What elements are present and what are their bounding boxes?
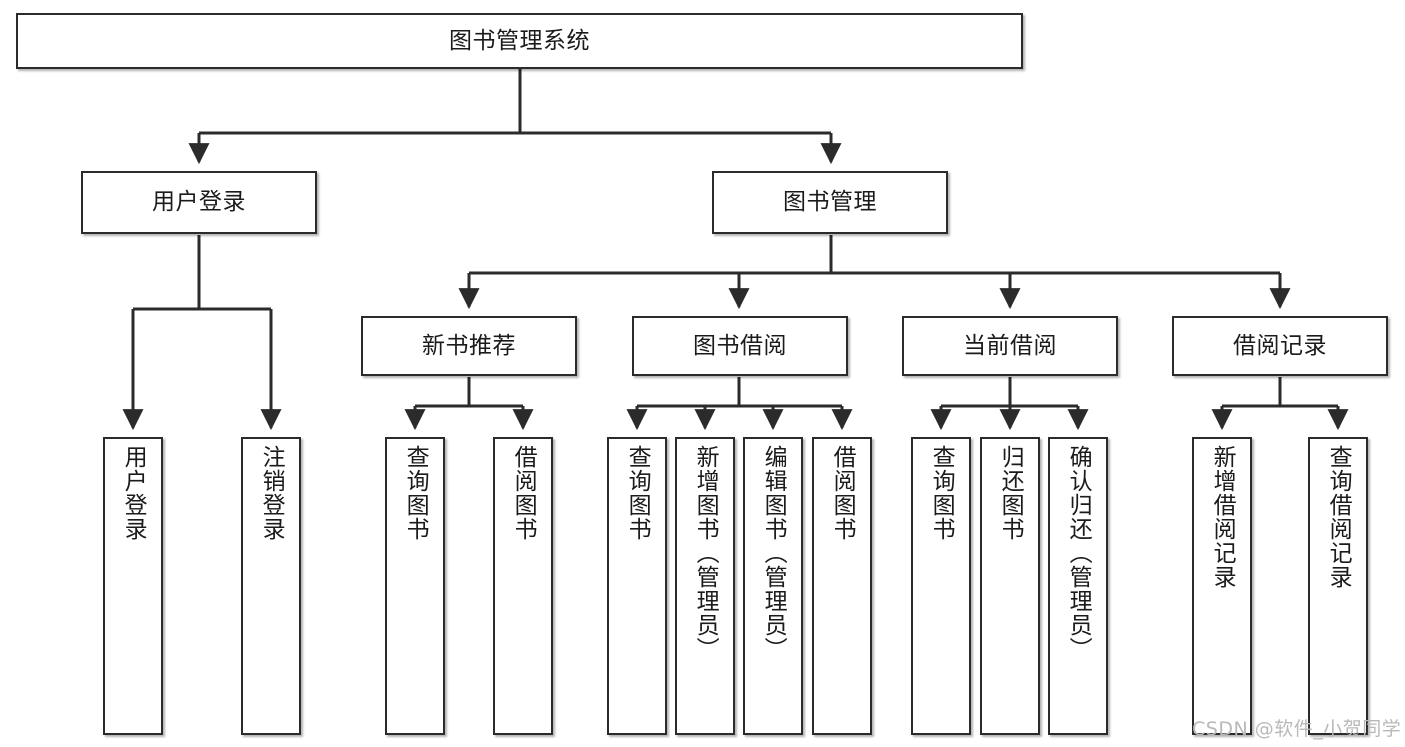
node-leaf-query-book-2[interactable]: 查询图书 xyxy=(607,437,667,735)
node-book-manage-label: 图书管理 xyxy=(783,189,877,216)
watermark-text: CSDN @软件_小贺同学 xyxy=(1192,718,1402,740)
node-user-login-label: 用户登录 xyxy=(152,189,246,216)
node-leaf-borrow-book-1[interactable]: 借阅图书 xyxy=(493,437,553,735)
node-leaf-query-book-3[interactable]: 查询图书 xyxy=(911,437,971,735)
node-leaf-add-borrow-record-label: 新增借阅记录 xyxy=(1209,445,1236,589)
node-leaf-confirm-return[interactable]: 确认归还（管理员） xyxy=(1048,437,1108,735)
node-root-label: 图书管理系统 xyxy=(449,27,590,54)
node-new-book-recommend[interactable]: 新书推荐 xyxy=(361,316,577,376)
node-leaf-user-login-label: 用户登录 xyxy=(120,445,147,541)
node-leaf-borrow-book-2-label: 借阅图书 xyxy=(829,445,856,541)
node-current-borrow-label: 当前借阅 xyxy=(963,332,1057,359)
node-borrow-record-label: 借阅记录 xyxy=(1233,332,1327,359)
node-leaf-add-borrow-record[interactable]: 新增借阅记录 xyxy=(1192,437,1252,735)
node-leaf-return-book[interactable]: 归还图书 xyxy=(980,437,1040,735)
node-user-login[interactable]: 用户登录 xyxy=(81,171,317,234)
node-leaf-borrow-book-1-label: 借阅图书 xyxy=(510,445,537,541)
node-leaf-confirm-return-label: 确认归还（管理员） xyxy=(1065,445,1092,661)
node-root-book-management-system[interactable]: 图书管理系统 xyxy=(16,13,1023,69)
node-current-borrow[interactable]: 当前借阅 xyxy=(902,316,1118,376)
node-leaf-query-book-3-label: 查询图书 xyxy=(928,445,955,541)
node-leaf-logout-login[interactable]: 注销登录 xyxy=(241,437,301,735)
node-leaf-query-borrow-record-label: 查询借阅记录 xyxy=(1325,445,1352,589)
node-borrow-record[interactable]: 借阅记录 xyxy=(1172,316,1388,376)
node-leaf-add-book-label: 新增图书（管理员） xyxy=(692,445,719,661)
node-new-book-recommend-label: 新书推荐 xyxy=(422,332,516,359)
node-leaf-edit-book[interactable]: 编辑图书（管理员） xyxy=(743,437,803,735)
node-leaf-query-book-1[interactable]: 查询图书 xyxy=(385,437,445,735)
node-book-manage[interactable]: 图书管理 xyxy=(712,171,948,234)
node-book-borrow[interactable]: 图书借阅 xyxy=(632,316,848,376)
node-leaf-add-book[interactable]: 新增图书（管理员） xyxy=(675,437,735,735)
node-book-borrow-label: 图书借阅 xyxy=(693,332,787,359)
node-leaf-edit-book-label: 编辑图书（管理员） xyxy=(760,445,787,661)
node-leaf-query-book-1-label: 查询图书 xyxy=(402,445,429,541)
node-leaf-borrow-book-2[interactable]: 借阅图书 xyxy=(812,437,872,735)
node-leaf-return-book-label: 归还图书 xyxy=(997,445,1024,541)
node-leaf-logout-login-label: 注销登录 xyxy=(258,445,285,541)
node-leaf-user-login[interactable]: 用户登录 xyxy=(103,437,163,735)
node-leaf-query-borrow-record[interactable]: 查询借阅记录 xyxy=(1308,437,1368,735)
node-leaf-query-book-2-label: 查询图书 xyxy=(624,445,651,541)
